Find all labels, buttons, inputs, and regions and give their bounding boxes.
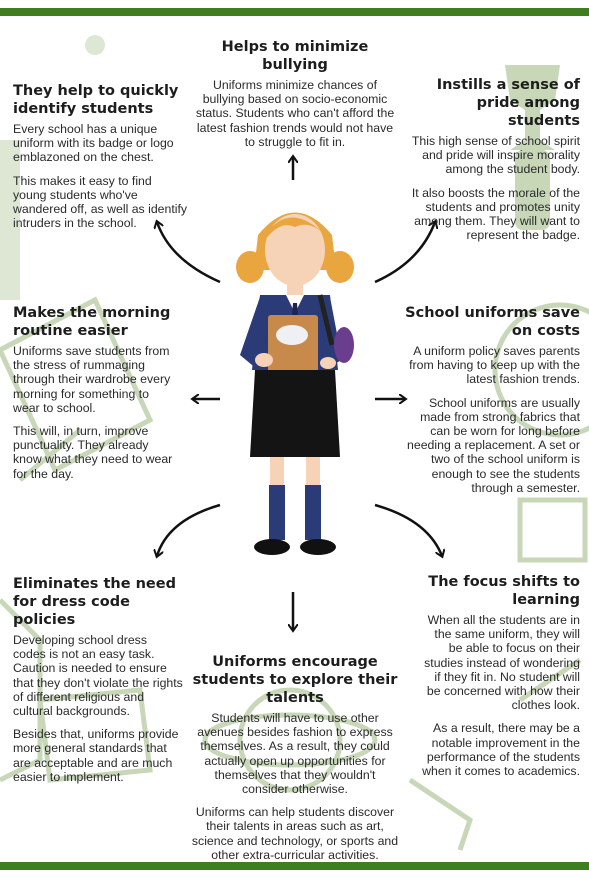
dresscode-text-1: Developing school dress codes is not an … (13, 633, 183, 719)
section-pride: Instills a sense of pride among students… (405, 76, 580, 242)
ruler-deco-icon (0, 296, 154, 474)
top-border-bar (0, 8, 589, 16)
bottom-border-bar (0, 862, 589, 870)
section-learning: The focus shifts to learning When all th… (420, 573, 580, 778)
pride-text-2: It also boosts the morale of the student… (411, 185, 580, 243)
arrow-down-left-icon (157, 503, 221, 556)
morning-text-2: This will, in turn, improve punctuality.… (13, 424, 173, 481)
dresscode-text-2: Besides that, uniforms provide more gene… (13, 727, 179, 784)
section-morning: Makes the morning routine easier Uniform… (13, 304, 173, 481)
morning-text-1: Uniforms save students from the stress o… (13, 344, 171, 415)
dresscode-title: Eliminates the need for dress code polic… (13, 576, 176, 628)
talents-title: Uniforms encourage students to explore t… (192, 654, 398, 706)
pride-title: Instills a sense of pride among students (436, 77, 580, 129)
morning-title: Makes the morning routine easier (13, 305, 171, 339)
learning-title: The focus shifts to learning (428, 574, 580, 608)
talents-text-2: Uniforms can help students discover thei… (191, 805, 399, 862)
bullying-title: Helps to minimize bullying (221, 39, 369, 73)
section-costs: School uniforms save on costs A uniform … (405, 304, 580, 495)
paper-deco-icon (37, 687, 153, 783)
orbit-deco-icon (202, 712, 378, 768)
pencil-deco-icon (18, 428, 82, 482)
costs-title: School uniforms save on costs (405, 305, 580, 339)
pride-text-1: This high sense of school spirit and pri… (411, 134, 580, 177)
section-talents: Uniforms encourage students to explore t… (190, 653, 400, 862)
identify-title: They help to quickly identify students (13, 83, 179, 117)
section-dresscode: Eliminates the need for dress code polic… (13, 575, 183, 784)
bullying-text: Uniforms minimize chances of bullying ba… (195, 78, 395, 149)
learning-text-1: When all the students are in the same un… (424, 613, 580, 713)
trophy-base-deco-icon (515, 150, 550, 230)
atom-deco-icon (237, 687, 343, 793)
coin-deco-icon (492, 302, 589, 438)
section-identify: They help to quickly identify students E… (13, 82, 188, 230)
microscope-deco-icon (408, 777, 473, 851)
student-illustration (236, 212, 354, 555)
frame-deco-icon (517, 497, 588, 563)
arrow-up-left-icon (157, 222, 221, 284)
talents-text-1: Students will have to use other avenues … (197, 711, 393, 797)
dot-deco-icon (85, 35, 105, 55)
trophy-deco-icon (505, 65, 560, 150)
learning-text-2: As a result, there may be a notable impr… (422, 721, 580, 779)
pen-deco-icon (518, 657, 582, 703)
arrow-up-right-icon (374, 222, 435, 284)
arrow-down-right-icon (374, 503, 442, 556)
costs-text-2: School uniforms are usually made from st… (407, 395, 580, 495)
section-bullying: Helps to minimize bullying Uniforms mini… (195, 38, 395, 149)
costs-text-1: A uniform policy saves parents from havi… (409, 344, 580, 387)
bar-deco-icon (0, 140, 20, 300)
identify-text-1: Every school has a unique uniform with i… (13, 122, 174, 165)
identify-text-2: This makes it easy to find young student… (13, 173, 188, 231)
